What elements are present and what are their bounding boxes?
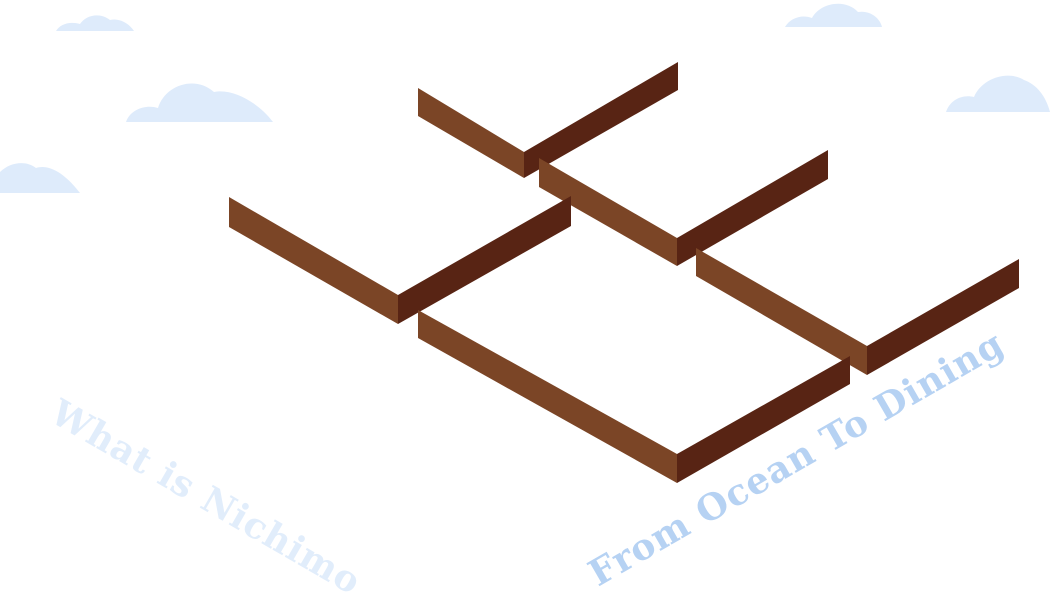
wooden-frame <box>229 62 1019 483</box>
beam-face <box>539 158 677 266</box>
beam-face <box>418 88 524 178</box>
cloud-shape <box>126 83 273 122</box>
clouds <box>0 3 1050 193</box>
beam-face <box>677 150 828 266</box>
cloud-shape <box>946 75 1050 112</box>
cloud-shape <box>0 163 80 193</box>
beam-face <box>524 62 678 178</box>
beam-face <box>696 248 867 375</box>
cloud-shape <box>785 3 882 27</box>
what-is-nichimo-label: What is Nichimo <box>43 391 369 603</box>
beam-face <box>418 310 677 483</box>
beam-face <box>677 356 850 483</box>
beam-face <box>867 259 1019 375</box>
cloud-shape <box>56 15 134 31</box>
beam-face <box>229 197 398 324</box>
beam-face <box>398 196 571 324</box>
